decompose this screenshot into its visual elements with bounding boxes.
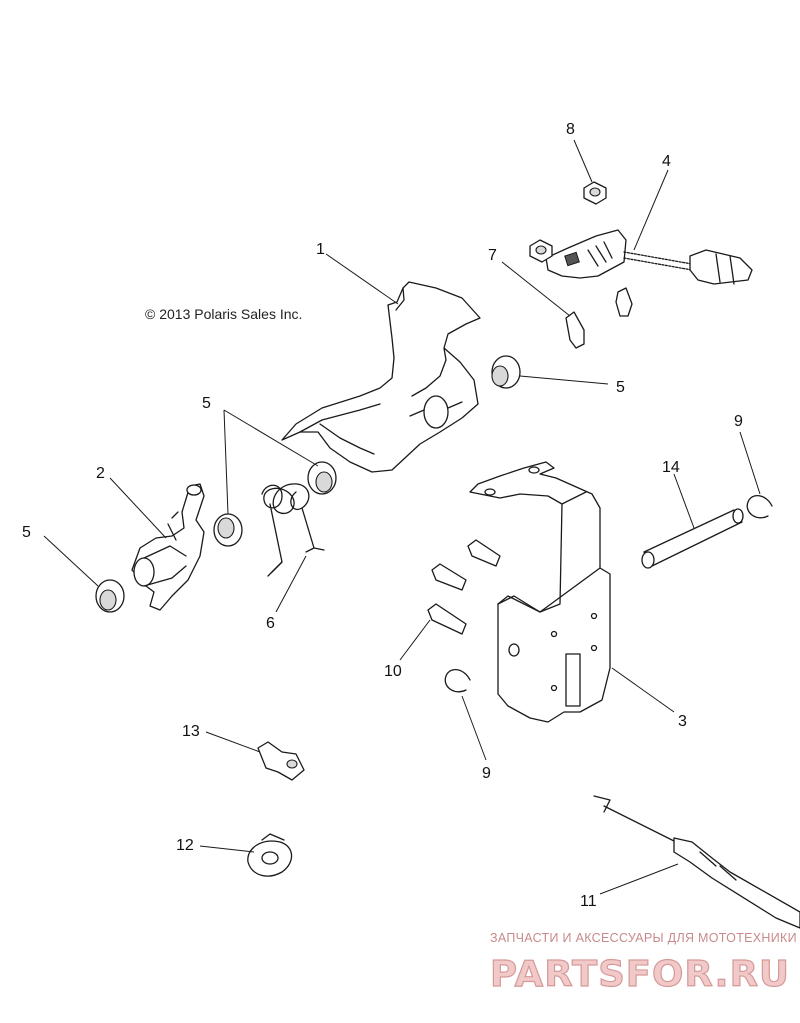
part-14-pin[interactable] xyxy=(641,508,744,569)
callout-9-b: 9 xyxy=(482,765,491,782)
callout-8: 8 xyxy=(566,121,575,138)
callout-12: 12 xyxy=(176,837,194,854)
callouts: 1 2 3 4 5 5 5 6 7 8 9 9 10 11 12 13 14 xyxy=(22,121,743,910)
callout-11: 11 xyxy=(580,893,597,910)
part-5-bushing-b[interactable] xyxy=(307,461,337,495)
part-9-eclip-b[interactable] xyxy=(444,669,471,693)
part-10-bolt-a[interactable] xyxy=(467,539,501,567)
callout-9-a: 9 xyxy=(734,413,743,430)
part-9-eclip-a[interactable] xyxy=(746,495,773,519)
callout-6: 6 xyxy=(266,615,275,632)
watermark-tagline: ЗАПЧАСТИ И АКСЕССУАРЫ ДЛЯ МОТОТЕХНИКИ xyxy=(490,931,797,945)
callout-2: 2 xyxy=(96,465,105,482)
part-6-spring[interactable] xyxy=(261,483,325,577)
callout-14: 14 xyxy=(662,459,680,476)
part-1-bracket[interactable] xyxy=(281,281,481,473)
leader-lines xyxy=(43,139,761,895)
part-12-clamp[interactable] xyxy=(247,833,293,877)
part-3-mount[interactable] xyxy=(469,461,611,723)
callout-4: 4 xyxy=(662,153,671,170)
part-5-bushing-c[interactable] xyxy=(213,513,243,547)
part-8-nut[interactable] xyxy=(529,181,607,263)
part-10-bolt-c[interactable] xyxy=(427,603,467,635)
part-11-cable[interactable] xyxy=(593,795,800,929)
watermark-brand: PARTSFOR.RU xyxy=(490,954,790,995)
callout-10: 10 xyxy=(384,663,402,680)
callout-1: 1 xyxy=(316,241,325,258)
callout-5-b: 5 xyxy=(202,395,211,412)
callout-5-c: 5 xyxy=(22,524,31,541)
callout-7: 7 xyxy=(488,247,497,264)
callout-13: 13 xyxy=(182,723,200,740)
part-13-adjuster[interactable] xyxy=(257,741,305,781)
part-4-sensor[interactable] xyxy=(545,229,753,285)
part-7-screw[interactable] xyxy=(565,287,633,349)
watermark: ЗАПЧАСТИ И АКСЕССУАРЫ ДЛЯ МОТОТЕХНИКИ PA… xyxy=(489,931,797,996)
callout-5-a: 5 xyxy=(616,379,625,396)
part-2-lever[interactable] xyxy=(131,483,205,611)
part-5-bushing-d[interactable] xyxy=(95,579,125,613)
callout-3: 3 xyxy=(678,713,687,730)
part-5-bushing-a[interactable] xyxy=(491,355,521,389)
part-10-bolt-b[interactable] xyxy=(431,563,467,591)
copyright-text: © 2013 Polaris Sales Inc. xyxy=(145,306,302,322)
